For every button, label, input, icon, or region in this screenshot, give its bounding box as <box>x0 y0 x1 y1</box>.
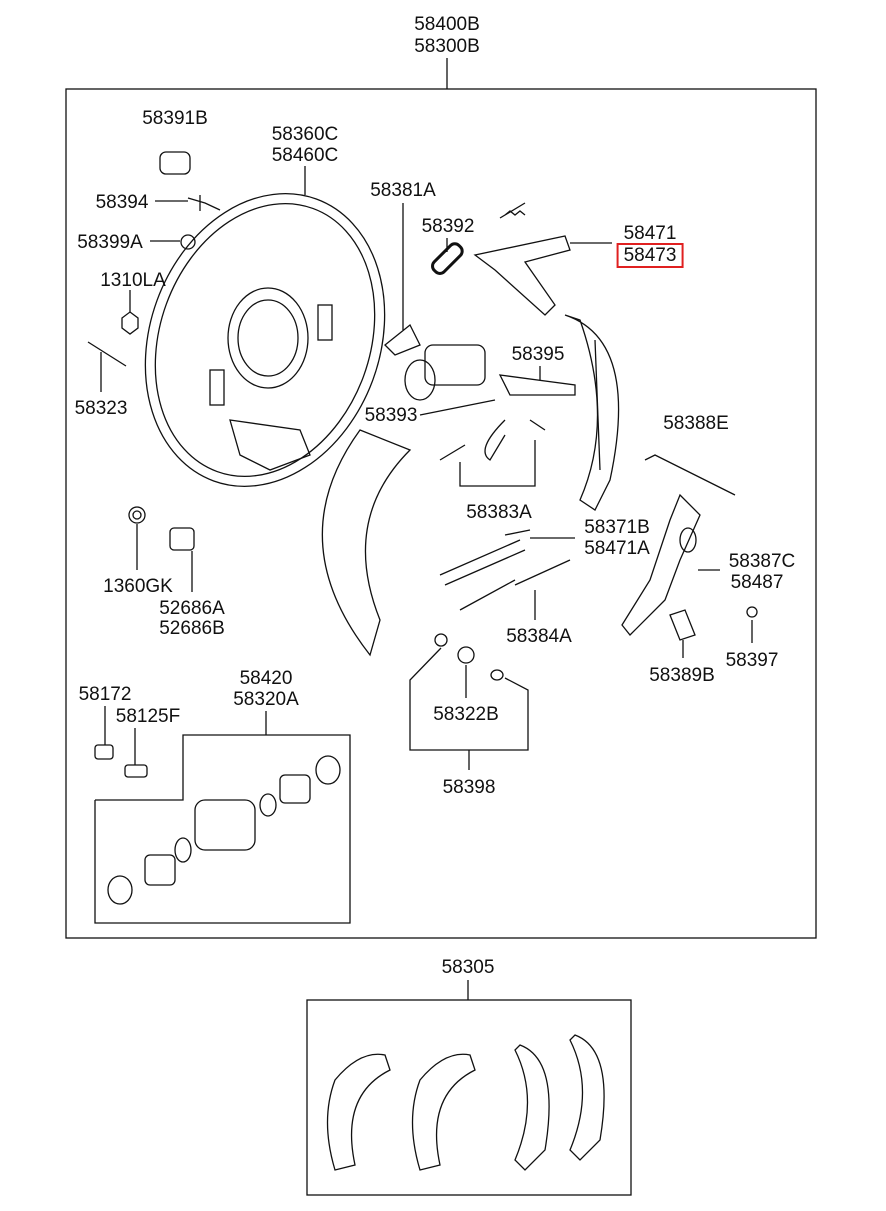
part-label[interactable]: 1310LA <box>100 270 166 291</box>
part-label[interactable]: 52686A <box>159 598 225 619</box>
part-label[interactable]: 58395 <box>511 344 565 365</box>
part-label[interactable]: 58471 <box>623 223 677 244</box>
part-label[interactable]: 58460C <box>271 145 339 166</box>
part-label[interactable]: 58381A <box>370 180 436 201</box>
part-label[interactable]: 58420 <box>239 668 293 689</box>
part-label[interactable]: 58360C <box>271 124 339 145</box>
part-label[interactable]: 58322B <box>433 704 499 725</box>
part-label[interactable]: 1360GK <box>103 576 173 597</box>
part-label[interactable]: 58323 <box>74 398 128 419</box>
assembly-label: 58300B <box>414 36 480 57</box>
assembly-label: 58400B <box>414 14 480 35</box>
wheel-cylinder-frame <box>94 734 351 924</box>
part-label[interactable]: 58471A <box>584 538 650 559</box>
shoe-kit-frame <box>306 999 632 1196</box>
backing-plate-drawing <box>144 193 386 487</box>
part-label[interactable]: 58172 <box>78 684 132 705</box>
part-label[interactable]: 58393 <box>364 405 418 426</box>
part-label[interactable]: 58399A <box>77 232 143 253</box>
part-label[interactable]: 58387C <box>728 551 796 572</box>
part-label[interactable]: 58487 <box>730 572 784 593</box>
part-label[interactable]: 52686B <box>159 618 225 639</box>
part-label[interactable]: 58389B <box>649 665 715 686</box>
part-label[interactable]: 58391B <box>142 108 208 129</box>
part-label[interactable]: 58125F <box>115 706 181 727</box>
part-label[interactable]: 58388E <box>663 413 729 434</box>
part-label[interactable]: 58392 <box>421 216 475 237</box>
part-label[interactable]: 58320A <box>233 689 299 710</box>
part-label[interactable]: 58394 <box>95 192 149 213</box>
part-label[interactable]: 58383A <box>466 502 532 523</box>
part-label[interactable]: 58371B <box>584 517 650 538</box>
part-label-highlighted[interactable]: 58473 <box>616 243 684 268</box>
part-label[interactable]: 58305 <box>441 957 495 978</box>
part-label[interactable]: 58397 <box>725 650 779 671</box>
part-label[interactable]: 58398 <box>442 777 496 798</box>
part-label[interactable]: 58384A <box>506 626 572 647</box>
main-assembly-frame <box>65 88 817 939</box>
